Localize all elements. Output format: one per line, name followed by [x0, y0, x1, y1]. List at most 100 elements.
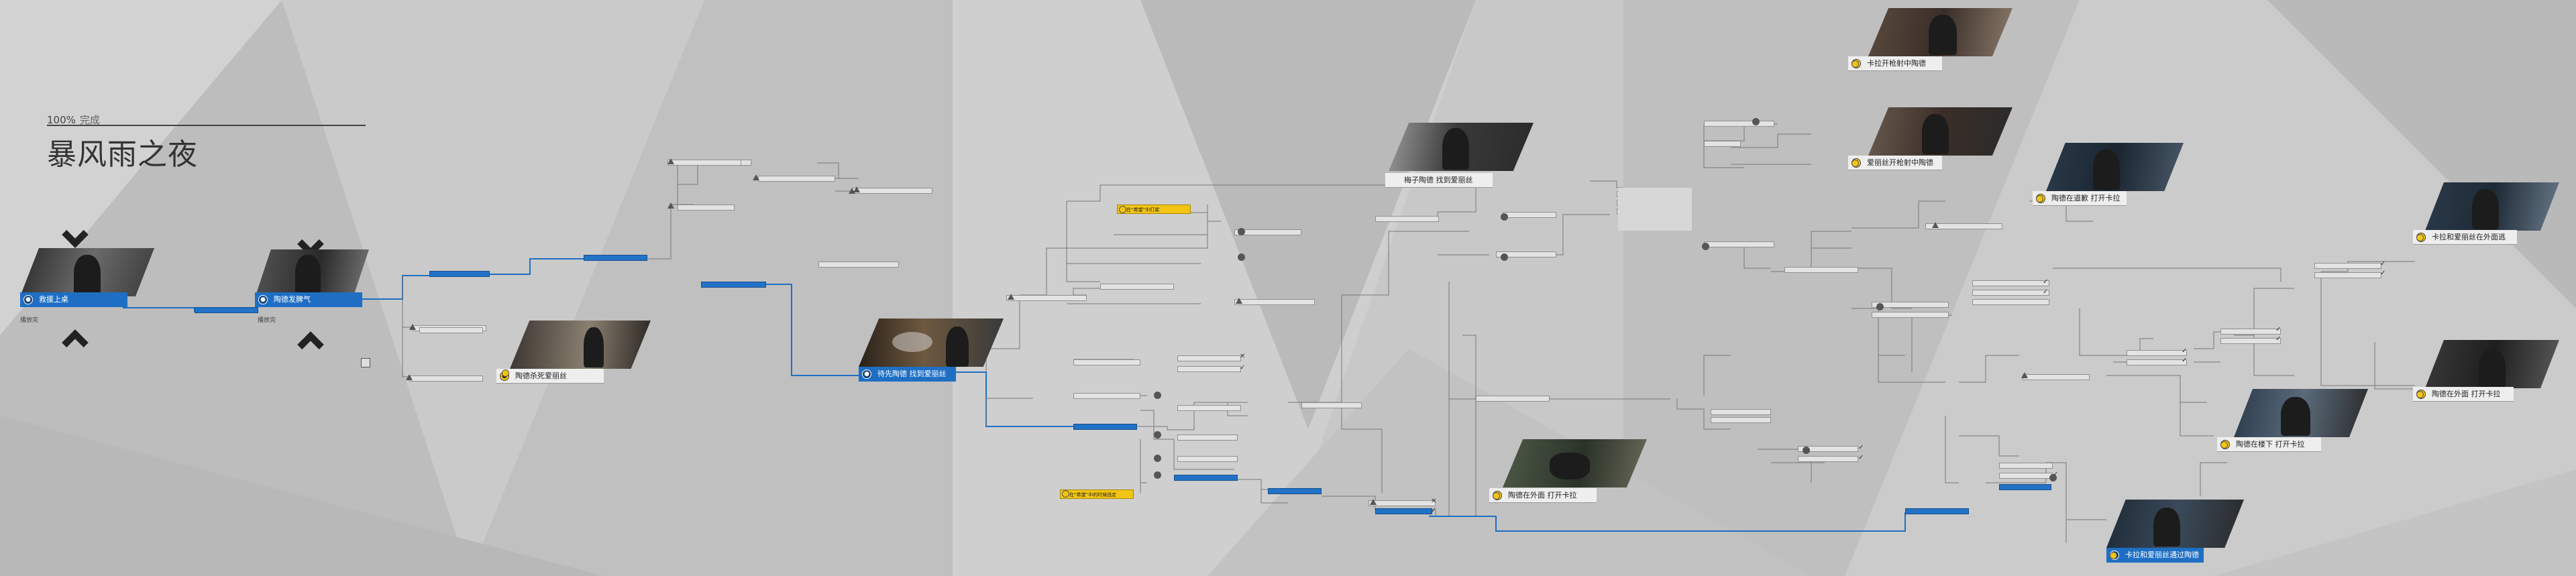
flow-node[interactable]: [758, 176, 835, 182]
scene-thumbnail[interactable]: [2106, 500, 2244, 548]
card-label: 陶德在外面 打开卡拉: [2432, 390, 2501, 398]
story-card[interactable]: ●救援上桌: [20, 292, 127, 307]
flow-node[interactable]: [1972, 280, 2049, 286]
check-mark-icon: ✓: [1240, 364, 1246, 371]
flow-node[interactable]: [1177, 355, 1241, 361]
scene-thumbnail[interactable]: [1868, 107, 2012, 156]
flow-node[interactable]: [1999, 473, 2053, 479]
cross-mark-icon: ✕: [1431, 498, 1437, 505]
flow-node-blue[interactable]: [1999, 484, 2051, 490]
story-card[interactable]: ●陶德发脾气: [255, 292, 362, 307]
flow-node[interactable]: [1177, 456, 1238, 462]
dot-icon: [1876, 303, 1884, 310]
card-label: 陶德发脾气: [274, 295, 311, 304]
flow-node[interactable]: [1177, 435, 1238, 441]
flow-node[interactable]: [2127, 359, 2187, 365]
flow-node[interactable]: [1999, 463, 2053, 469]
scene-thumbnail[interactable]: [2425, 182, 2559, 231]
lock-pin-icon: [1493, 492, 1500, 500]
flow-node[interactable]: [1704, 121, 1774, 127]
scene-thumbnail[interactable]: [20, 248, 154, 296]
story-card[interactable]: ●卡拉和爱丽丝通过陶德: [2106, 548, 2204, 563]
flow-node[interactable]: [1784, 267, 1858, 273]
flow-node[interactable]: [419, 327, 483, 333]
flow-node[interactable]: [2314, 272, 2381, 278]
flow-node[interactable]: [1798, 446, 1858, 452]
flow-node[interactable]: [409, 376, 483, 382]
flow-node[interactable]: [2220, 329, 2281, 335]
flow-node[interactable]: [2314, 263, 2381, 269]
card-label: 陶德杀死爱丽丝: [515, 371, 567, 380]
flow-node[interactable]: [1704, 141, 1741, 147]
flow-node[interactable]: [1177, 366, 1241, 372]
flow-node[interactable]: [1872, 312, 1949, 318]
story-card[interactable]: ●陶德在道歉 打开卡拉: [2033, 191, 2127, 206]
story-card[interactable]: ●陶德杀死爱丽丝: [496, 369, 604, 384]
check-mark-icon: ✓: [2380, 260, 2386, 268]
flow-node-blue[interactable]: [1268, 488, 1322, 494]
flow-node-blue[interactable]: [701, 282, 766, 288]
flow-node[interactable]: [1073, 393, 1140, 399]
check-mark-icon: ✓: [1858, 454, 1864, 461]
flow-node[interactable]: [2023, 374, 2090, 380]
flow-node-blue[interactable]: [584, 255, 647, 261]
chapter-header: 100%完成 暴风雨之夜: [47, 113, 366, 172]
scene-thumbnail[interactable]: [1503, 439, 1647, 487]
flow-node-blue[interactable]: [429, 271, 490, 277]
story-card[interactable]: ●陶德在楼下 打开卡拉: [2217, 437, 2321, 452]
header-divider: [47, 125, 366, 126]
flow-node[interactable]: [1476, 396, 1550, 402]
scene-thumbnail[interactable]: [510, 321, 651, 369]
flow-node[interactable]: [2127, 350, 2187, 356]
flow-node[interactable]: [1972, 299, 2049, 305]
flow-node[interactable]: [678, 205, 735, 211]
flow-node[interactable]: [1368, 500, 1436, 506]
story-card[interactable]: ●卡拉和爱丽丝在外面逃: [2413, 230, 2517, 245]
flow-node[interactable]: [1100, 284, 1174, 290]
dot-icon: [1238, 253, 1245, 261]
story-card[interactable]: ●待先陶德 找到爱丽丝: [859, 367, 956, 382]
scene-thumbnail[interactable]: [2425, 340, 2559, 388]
scene-thumbnail[interactable]: [859, 319, 1004, 367]
flow-node[interactable]: [1234, 229, 1301, 235]
flow-node[interactable]: [1711, 409, 1771, 415]
flow-node[interactable]: [2220, 338, 2281, 344]
scene-thumbnail[interactable]: [1389, 123, 1534, 171]
story-card[interactable]: ●陶德在外面 打开卡拉: [2413, 387, 2514, 402]
flow-node-blue[interactable]: [1905, 508, 1969, 514]
choice-node-yellow[interactable]: 在“希望”中打架: [1117, 205, 1191, 214]
flow-node[interactable]: [1704, 241, 1774, 247]
flow-node[interactable]: [1798, 456, 1858, 462]
flow-node[interactable]: [1177, 405, 1241, 411]
flow-node[interactable]: [1972, 290, 2049, 296]
chapter-title: 暴风雨之夜: [47, 137, 198, 172]
check-mark-icon: ✓: [1431, 507, 1437, 514]
flow-node[interactable]: [667, 160, 741, 166]
flow-node[interactable]: [852, 188, 932, 194]
story-card[interactable]: ●卡拉开枪射中陶德: [1848, 56, 1942, 71]
flow-node[interactable]: [1301, 402, 1362, 408]
dot-icon: [1702, 243, 1709, 250]
flow-node[interactable]: [1073, 359, 1140, 365]
scene-thumbnail[interactable]: [2234, 389, 2368, 437]
flow-node-blue[interactable]: [195, 307, 258, 313]
flow-node[interactable]: [1925, 223, 2002, 229]
flow-node[interactable]: [1006, 295, 1087, 301]
flow-node[interactable]: [1872, 302, 1949, 308]
choice-node-yellow[interactable]: 在“希望”中的时候逃走: [1060, 489, 1134, 499]
flow-node[interactable]: [1503, 212, 1556, 218]
flow-node[interactable]: [1234, 299, 1315, 305]
flow-node-blue[interactable]: [1073, 424, 1137, 430]
scene-thumbnail[interactable]: [2046, 143, 2184, 191]
flow-node-blue[interactable]: [1174, 475, 1238, 481]
flow-node[interactable]: [818, 262, 899, 268]
story-card[interactable]: ●陶德在外面 打开卡拉: [1489, 488, 1597, 503]
flow-node[interactable]: [1711, 417, 1771, 423]
story-card[interactable]: ●爱丽丝开枪射中陶德: [1848, 156, 1942, 170]
flow-node-blue[interactable]: [1375, 508, 1432, 514]
flow-node[interactable]: [1375, 216, 1439, 222]
scene-thumbnail[interactable]: [255, 249, 369, 298]
story-card[interactable]: 梅子陶德 找到爱丽丝: [1385, 173, 1493, 188]
flow-node[interactable]: [1496, 251, 1556, 257]
scene-thumbnail[interactable]: [1868, 8, 2012, 56]
